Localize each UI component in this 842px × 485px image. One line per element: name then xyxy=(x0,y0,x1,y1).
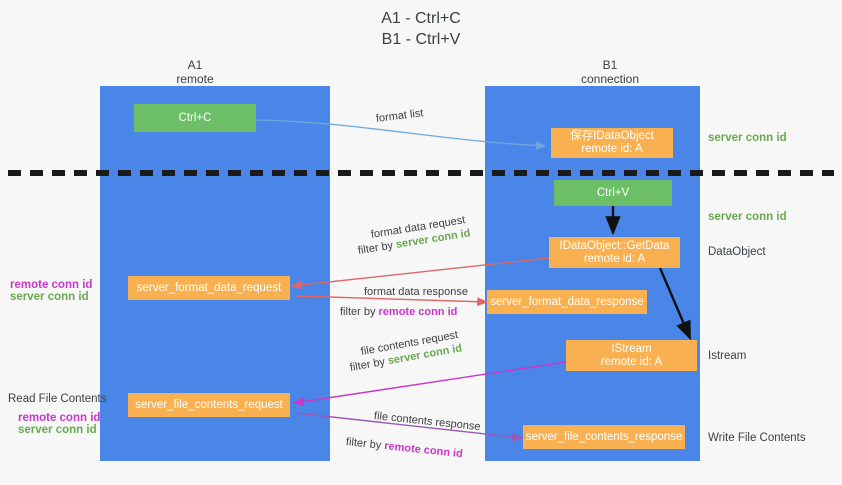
node-istream[interactable]: IStream remote id: A xyxy=(566,340,697,371)
column-b1-role: connection xyxy=(580,72,640,86)
edge-label-file-contents-response-filter: filter by remote conn id xyxy=(345,435,463,461)
annotation-remote-conn-id-1: remote conn id xyxy=(10,279,93,291)
node-server-format-data-response[interactable]: server_format_data_response xyxy=(487,290,647,314)
column-a1-name: A1 xyxy=(187,58,203,72)
node-ctrl-c-label: Ctrl+C xyxy=(178,111,212,124)
annotation-istream: Istream xyxy=(708,350,747,362)
annotation-server-conn-id-second: server conn id xyxy=(708,211,787,223)
node-server-format-data-request[interactable]: server_format_data_request xyxy=(128,276,290,300)
edge-label-format-data-response-filter: filter by remote conn id xyxy=(340,305,457,319)
node-save-idataobject-line2: remote id: A xyxy=(581,143,643,155)
filter-prefix: filter by xyxy=(348,355,389,374)
edge-label-format-list: format list xyxy=(375,107,425,125)
node-ctrl-c[interactable]: Ctrl+C xyxy=(134,104,256,132)
node-ctrl-v-label: Ctrl+V xyxy=(596,186,630,199)
filter-prefix: filter by xyxy=(345,436,385,452)
annotation-remote-conn-id-2: remote conn id xyxy=(18,412,101,424)
node-getdata-line1: IDataObject::GetData xyxy=(559,239,670,252)
filter-prefix: filter by xyxy=(357,239,397,257)
node-server-file-contents-response[interactable]: server_file_contents_response xyxy=(523,425,685,449)
edge-label-file-contents-response: file contents response xyxy=(373,410,482,434)
annotation-dataobject: DataObject xyxy=(708,246,766,258)
node-istream-line2: remote id: A xyxy=(600,355,663,368)
node-getdata-line2: remote id: A xyxy=(583,252,646,265)
node-server-file-contents-response-label: server_file_contents_response xyxy=(525,430,683,443)
column-a1-role: remote xyxy=(176,72,214,86)
node-istream-line1: IStream xyxy=(611,342,652,355)
filter-value-remote-conn-id: remote conn id xyxy=(378,306,458,318)
annotation-server-conn-id-1: server conn id xyxy=(10,291,89,303)
node-server-format-data-response-label: server_format_data_response xyxy=(490,295,644,308)
annotation-server-conn-id-2: server conn id xyxy=(18,424,97,436)
annotation-read-file-contents: Read File Contents xyxy=(8,393,107,405)
node-server-file-contents-request[interactable]: server_file_contents_request xyxy=(128,393,290,417)
node-server-file-contents-request-label: server_file_contents_request xyxy=(135,398,283,411)
filter-prefix: filter by xyxy=(340,306,379,318)
node-save-idataobject-line1: 保存IDataObject xyxy=(570,130,654,142)
column-b1-name: B1 xyxy=(602,58,618,72)
column-header-a1: A1 remote xyxy=(130,58,260,86)
filter-value-remote-conn-id: remote conn id xyxy=(383,440,464,461)
page-title: A1 - Ctrl+C B1 - Ctrl+V xyxy=(0,8,842,50)
title-line-1: A1 - Ctrl+C xyxy=(381,10,461,27)
column-header-b1: B1 connection xyxy=(545,58,675,86)
edge-label-format-data-response: format data response xyxy=(364,286,468,298)
annotation-write-file-contents: Write File Contents xyxy=(708,432,806,444)
title-line-2: B1 - Ctrl+V xyxy=(381,31,461,48)
node-save-idataobject[interactable]: 保存IDataObject remote id: A xyxy=(551,128,673,158)
node-ctrl-v[interactable]: Ctrl+V xyxy=(554,180,672,206)
node-idataobject-getdata[interactable]: IDataObject::GetData remote id: A xyxy=(549,237,680,268)
annotation-server-conn-id-top: server conn id xyxy=(708,132,787,144)
node-server-format-data-request-label: server_format_data_request xyxy=(136,281,282,294)
